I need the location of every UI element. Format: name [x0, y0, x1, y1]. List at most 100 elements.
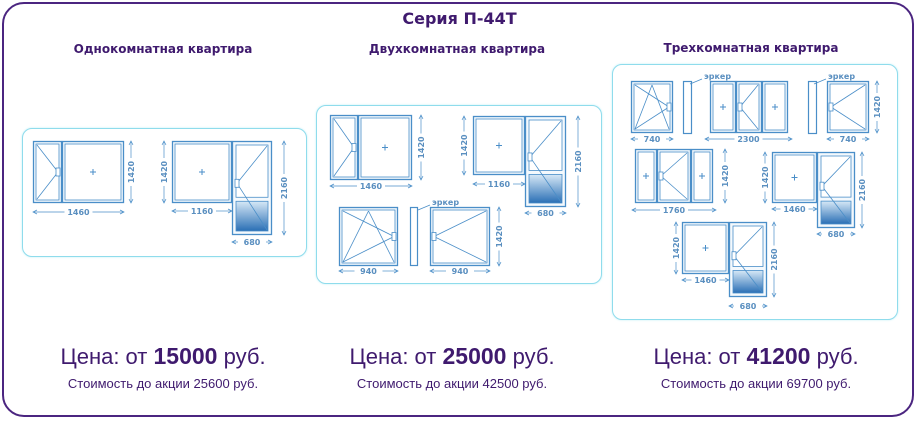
- old-price: Стоимость до акции 69700 руб.: [660, 376, 852, 391]
- handle-icon: [737, 102, 743, 112]
- opening-line: [36, 144, 59, 173]
- price-currency: руб.: [223, 344, 266, 369]
- door-glass: [732, 225, 764, 267]
- arrow-icon: [816, 231, 856, 237]
- tilt-line: [368, 210, 395, 263]
- opening-line: [733, 226, 763, 257]
- dimension-label: 1420: [761, 166, 770, 189]
- erker-post: [682, 80, 693, 135]
- opening-line: [333, 147, 355, 177]
- arrow-icon: [575, 115, 581, 208]
- price-currency: руб.: [816, 344, 859, 369]
- opening-line: [236, 183, 268, 231]
- tilt-line: [342, 210, 369, 263]
- handle-icon: [351, 143, 357, 152]
- dimension-label: 1460: [360, 182, 383, 191]
- window-glass: [35, 143, 60, 201]
- section-3-heading-wrap: Трехкомнатная квартира: [606, 41, 896, 55]
- price-value: 15000: [153, 343, 218, 369]
- arrow-icon: [859, 151, 865, 229]
- opening-line: [821, 156, 851, 187]
- arrow-icon: [524, 210, 567, 216]
- arrow-icon: [496, 206, 502, 267]
- arrow-icon: [231, 239, 273, 245]
- arrow-icon: [472, 181, 526, 187]
- dimension-label: 740: [840, 135, 857, 144]
- arrow-icon: [429, 268, 491, 274]
- handle-icon: [658, 171, 664, 181]
- opening-line: [739, 84, 759, 108]
- arrow-icon: [874, 80, 880, 134]
- offer-frame: [2, 2, 914, 417]
- arrow-icon: [461, 115, 467, 176]
- arrow-icon: [418, 114, 424, 181]
- handle-icon: [55, 167, 61, 177]
- opening-line: [36, 171, 59, 200]
- window-glass: [432, 209, 488, 264]
- section-heading: Двухкомнатная квартира: [368, 42, 546, 56]
- door-glass: [235, 144, 269, 198]
- opening-line: [634, 106, 670, 130]
- door-glass: [820, 155, 852, 198]
- window-glass: [341, 209, 396, 264]
- erker-arrow-icon: [813, 78, 827, 85]
- section-1-price: Цена: от 15000 руб. Стоимость до акции 2…: [18, 343, 308, 391]
- dimension-label: 1760: [663, 206, 686, 215]
- arrow-icon: [771, 206, 818, 212]
- price-value: 25000: [442, 343, 507, 369]
- price-prefix: Цена: от: [60, 344, 148, 369]
- dimension-label: 1160: [488, 180, 511, 189]
- dimension-label: 680: [537, 209, 554, 218]
- dimension-label: 1460: [67, 208, 90, 217]
- dimension-label: 1420: [160, 160, 169, 183]
- dimension-label: 940: [452, 267, 469, 276]
- arrow-icon: [728, 303, 768, 309]
- erker-post: [409, 206, 419, 267]
- handle-icon: [828, 102, 834, 112]
- dimension-label: 1460: [694, 276, 717, 285]
- arrow-icon: [704, 136, 793, 142]
- dimension-label: 1460: [783, 205, 806, 214]
- dimension-label: 2160: [770, 248, 779, 271]
- handle-icon: [527, 152, 533, 162]
- tilt-line: [634, 84, 653, 130]
- arrow-icon: [281, 140, 287, 236]
- opening-line: [733, 255, 763, 293]
- section-3-price: Цена: от 41200 руб. Стоимость до акции 6…: [611, 343, 901, 391]
- door-glass: [528, 119, 563, 171]
- arrow-icon: [329, 183, 413, 189]
- opening-line: [236, 145, 268, 184]
- old-price: Стоимость до акции 42500 руб.: [356, 376, 548, 391]
- section-2-heading-wrap: Двухкомнатная квартира: [312, 42, 602, 56]
- door-panel: [820, 200, 852, 225]
- door-panel: [235, 200, 269, 232]
- section-heading: Однокомнатная квартира: [73, 42, 253, 56]
- opening-line: [660, 152, 688, 177]
- arrow-icon: [771, 221, 777, 298]
- handle-icon: [391, 232, 397, 241]
- section-heading: Трехкомнатная квартира: [663, 41, 839, 55]
- price-currency: руб.: [512, 344, 555, 369]
- dimension-label: 1420: [460, 134, 469, 157]
- section-2-price: Цена: от 25000 руб. Стоимость до акции 4…: [307, 343, 597, 391]
- opening-line: [821, 185, 851, 224]
- arrow-icon: [673, 221, 679, 275]
- arrow-icon: [32, 209, 125, 215]
- arrow-icon: [630, 136, 674, 142]
- dimension-label: 2300: [737, 135, 760, 144]
- dimension-label: 1420: [721, 164, 730, 187]
- dimension-label: 1420: [873, 95, 882, 118]
- door-panel: [528, 174, 563, 204]
- dimension-label: 1420: [495, 225, 504, 248]
- handle-icon: [666, 102, 672, 112]
- dimension-label: 940: [360, 267, 377, 276]
- erker-post: [807, 80, 818, 135]
- opening-line: [342, 210, 395, 237]
- dimension-label: 680: [740, 302, 757, 311]
- old-price: Стоимость до акции 25600 руб.: [67, 376, 259, 391]
- price-value: 41200: [746, 343, 811, 369]
- price-prefix: Цена: от: [653, 344, 741, 369]
- dimension-label: 2160: [280, 176, 289, 199]
- arrow-icon: [722, 148, 728, 204]
